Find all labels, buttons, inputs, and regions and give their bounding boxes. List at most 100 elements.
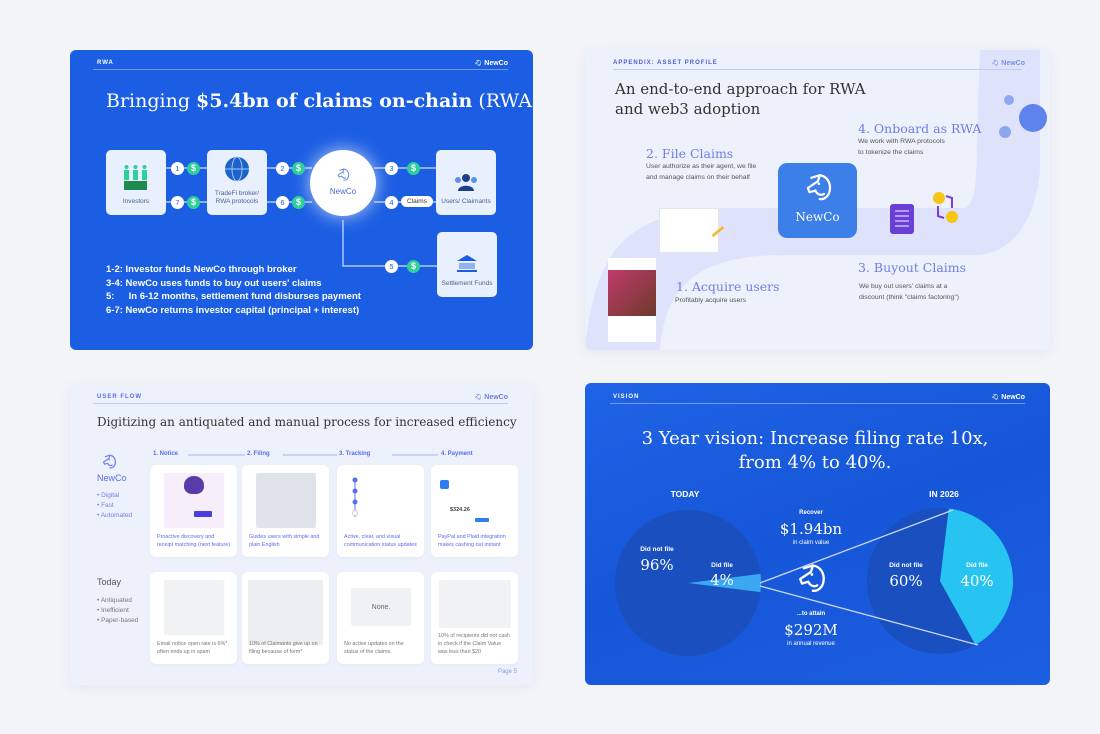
step-badge: 4 <box>385 196 398 209</box>
node-label: NewCo <box>329 187 357 196</box>
title-line: An end-to-end approach for RWA <box>615 80 866 98</box>
document-icon <box>890 204 914 234</box>
title-line: and web3 adoption <box>615 100 761 118</box>
slide-rwa[interactable]: RWA NewCo Bringing $5.4bn of claims on-c… <box>70 50 533 350</box>
step-badge: 3 <box>385 162 398 175</box>
header-divider <box>610 403 1025 404</box>
node-label: Settlement Funds <box>441 279 493 287</box>
arrow-to-2026-top <box>759 509 954 584</box>
recover-label: Recover <box>799 510 823 516</box>
bullet: • Inefficient <box>97 607 129 615</box>
desc-line: We work with RWA protocols <box>858 138 945 145</box>
phone-screenshot <box>608 258 656 342</box>
slide-title: Bringing $5.4bn of claims on-chain (RWAs… <box>106 90 533 112</box>
section-label: APPENDIX: ASSET PROFILE <box>613 60 718 66</box>
future-filed-value: 40% <box>960 572 994 590</box>
payment-amount: $324.26 <box>450 507 470 513</box>
card-caption: Active, clear, and visual communication … <box>344 533 417 548</box>
section-label: VISION <box>613 394 640 400</box>
step-title: 2. File Claims <box>646 146 734 161</box>
filing-form-image <box>256 473 316 528</box>
brand-name: NewCo <box>484 59 508 67</box>
newco-card: NewCo <box>778 163 857 238</box>
today-filed-value: 4% <box>710 571 734 589</box>
dollar-icon: $ <box>407 162 420 175</box>
horse-icon <box>991 59 999 67</box>
legend-item: 5: In 6-12 months, settlement fund disbu… <box>106 291 361 302</box>
attain-value: $292M <box>784 621 838 639</box>
dollar-icon: $ <box>407 260 420 273</box>
globe-icon <box>225 156 249 182</box>
tracking-timeline <box>352 477 358 517</box>
today-pie-slice-1 <box>688 573 761 593</box>
step-title: 3. Buyout Claims <box>858 260 967 275</box>
legend-text: NewCo uses funds to buy out users' claim… <box>125 278 322 289</box>
legend-item: 6-7: NewCo returns investor capital (pri… <box>106 305 359 316</box>
bullet: • Paper-based <box>97 617 139 625</box>
newco-label: NewCo <box>97 473 127 483</box>
dollar-icon: $ <box>292 162 305 175</box>
desc-line: to tokenize the claims <box>858 148 924 156</box>
claim-form-image <box>659 208 719 253</box>
title-part: Bringing <box>106 90 197 112</box>
stage-filing: 2. Filing <box>247 451 270 457</box>
arrow-to-2026-bottom <box>759 585 979 646</box>
node-newco: NewCo <box>310 150 376 216</box>
card-caption: Guides users with simple and plain Engli… <box>249 533 320 548</box>
today-pie-slice-0 <box>615 510 761 656</box>
today-label: Today <box>97 577 122 587</box>
slide-title: An end-to-end approach for RWA and web3 a… <box>615 79 866 119</box>
brand-name: NewCo <box>484 393 508 401</box>
title-line: 3 Year vision: Increase filing rate 10x, <box>641 428 989 449</box>
future-label: IN 2026 <box>929 489 959 499</box>
brand-logo: NewCo <box>474 393 508 401</box>
stage-connectors <box>188 454 438 456</box>
card-caption: 10% of recipients did not cash in check … <box>438 632 510 655</box>
stage-tracking: 3. Tracking <box>339 451 371 457</box>
node-settlement: Settlement Funds <box>437 232 497 297</box>
none-placeholder: None. <box>351 588 411 626</box>
section-label: USER FLOW <box>97 394 142 400</box>
horse-icon <box>335 167 351 183</box>
recover-unit: in claim value <box>792 540 830 546</box>
bullet: • Fast <box>97 502 114 510</box>
header-divider <box>93 403 508 404</box>
today-card-payment: 10% of recipients did not cash in check … <box>431 572 518 664</box>
slide-user-flow[interactable]: USER FLOW NewCo Digitizing an antiquated… <box>70 385 533 685</box>
notice-image <box>164 473 224 528</box>
desc-line: We buy out users' claims at a <box>859 283 948 290</box>
step-desc: We work with RWA protocols to tokenize th… <box>858 137 945 159</box>
bullet: • Digital <box>97 492 120 499</box>
step-title: 1. Acquire users <box>676 279 780 294</box>
today-bullets: • Antiquated• Inefficient• Paper-based <box>97 596 138 626</box>
title-part: (RWAs). <box>478 90 533 112</box>
bank-icon <box>457 254 477 272</box>
card-caption: Email notice open rate is 6%*, often end… <box>157 640 229 655</box>
brand-logo: NewCo <box>474 59 508 67</box>
slide-title: 3 Year vision: Increase filing rate 10x,… <box>642 427 989 475</box>
slide-vision[interactable]: VISION NewCo 3 Year vision: Increase fil… <box>585 383 1050 685</box>
attain-label: ...to attain <box>796 611 826 617</box>
today-label: TODAY <box>670 489 700 499</box>
brand-name: NewCo <box>1001 393 1025 401</box>
investors-icon <box>124 164 147 190</box>
legend-item: 1-2: Investor funds NewCo through broker <box>106 264 297 275</box>
card-caption: PayPal and Plaid integration makes cashi… <box>438 533 506 548</box>
title-highlight: $5.4bn of claims on-chain <box>196 90 473 112</box>
slide-asset-profile[interactable]: APPENDIX: ASSET PROFILE NewCo An end-to-… <box>585 50 1050 350</box>
brand-logo: NewCo <box>991 393 1025 401</box>
node-label: Users/ Claimants <box>441 197 491 205</box>
attain-unit: in annual revenue <box>787 641 835 647</box>
horse-icon <box>801 171 835 205</box>
recover-value: $1.94bn <box>779 520 843 538</box>
today-card-notice: Email notice open rate is 6%*, often end… <box>150 572 237 664</box>
card-caption: 10% of Claimants give up on filing becau… <box>249 640 318 655</box>
bullet: • Automated <box>97 512 133 520</box>
step-desc: Profitably acquire users <box>675 296 746 307</box>
legend-text: Investor funds NewCo through broker <box>125 264 297 275</box>
header-divider <box>613 69 1022 70</box>
title-line: from 4% to 40%. <box>738 452 892 473</box>
cash-out-button[interactable] <box>475 518 489 522</box>
paper-form-image <box>248 580 323 645</box>
